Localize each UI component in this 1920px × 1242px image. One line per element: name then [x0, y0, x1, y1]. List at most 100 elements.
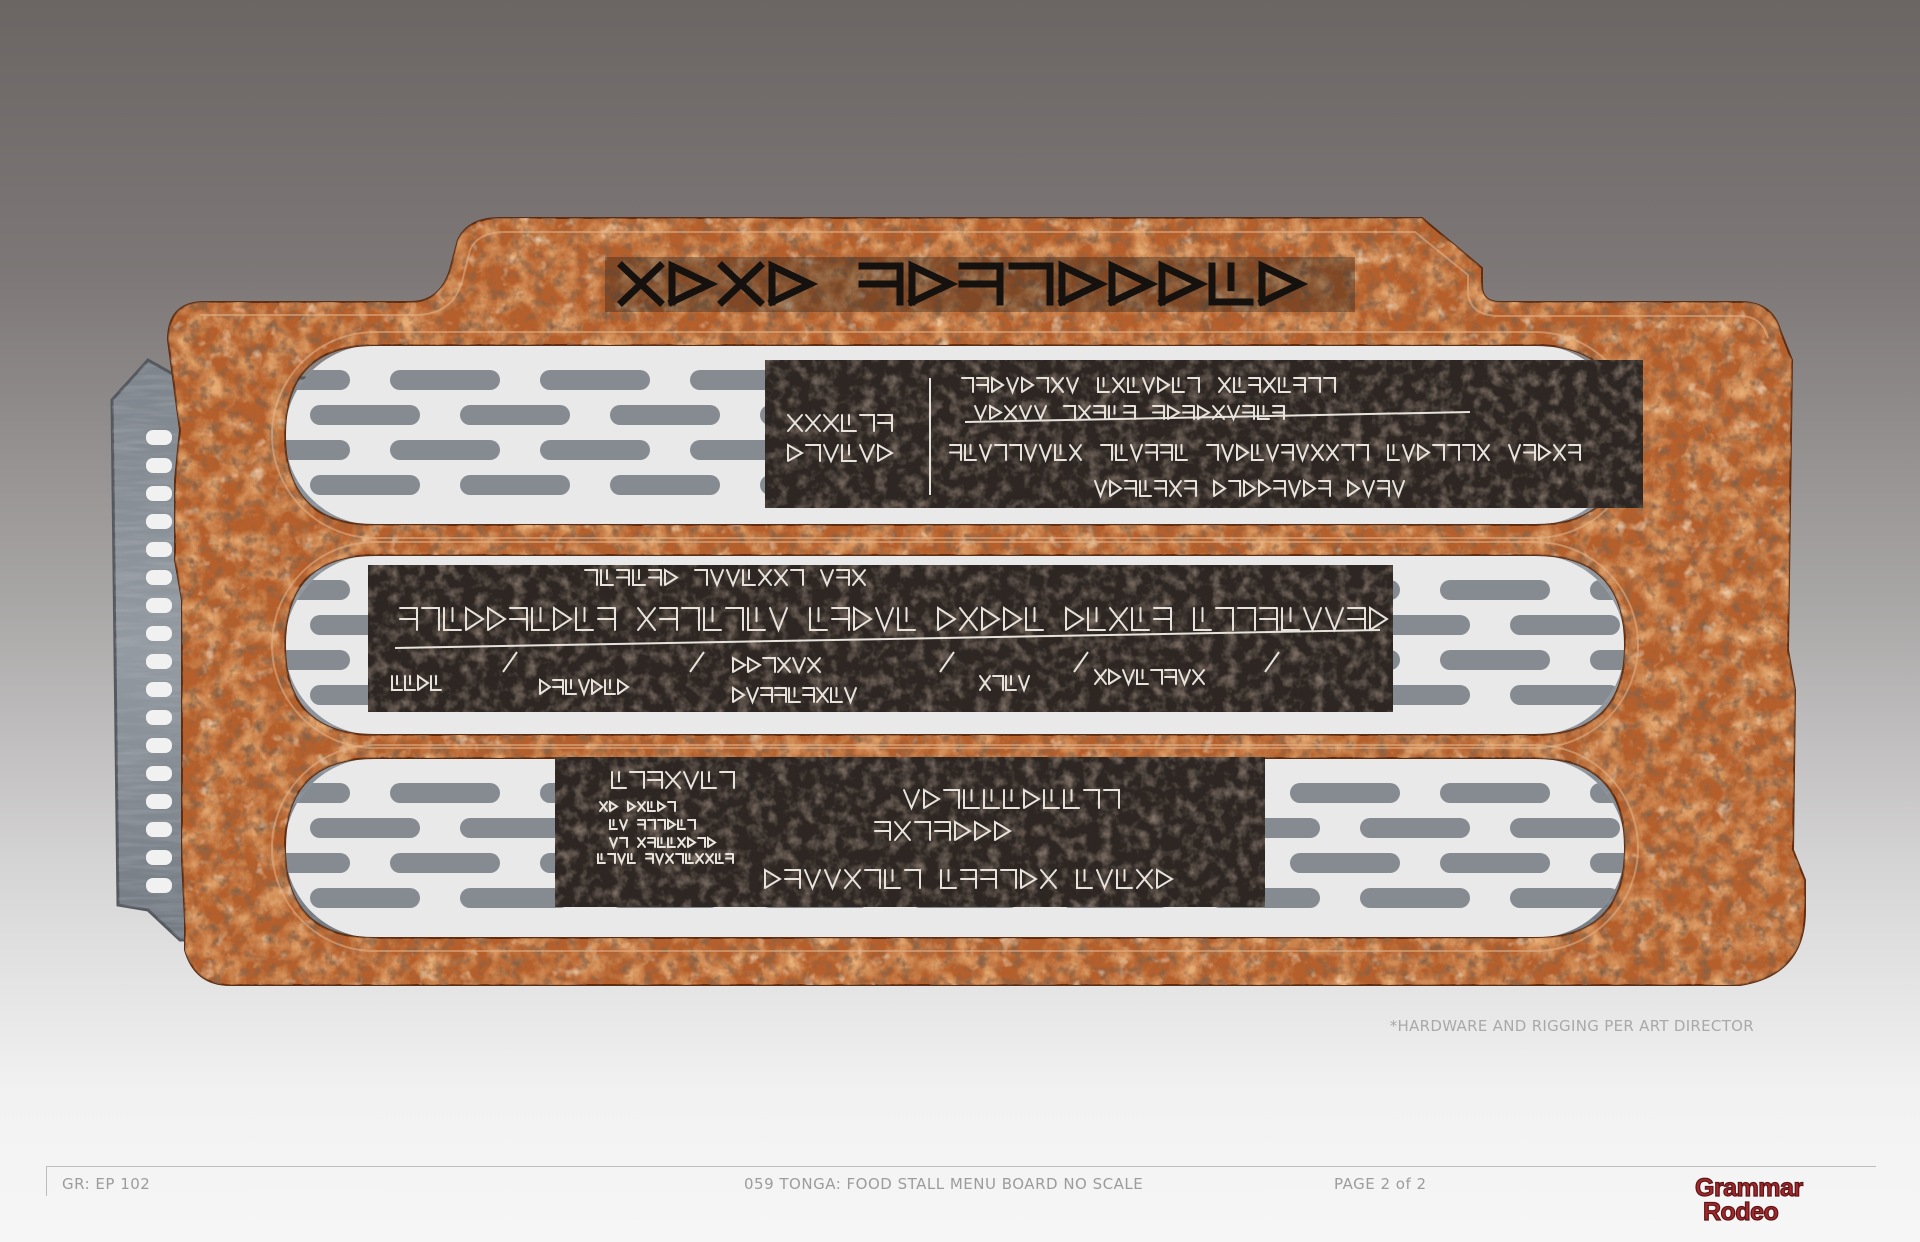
glyph [877, 414, 893, 432]
grille-slot [1440, 853, 1550, 873]
glyph [1154, 480, 1167, 497]
side-slot [146, 850, 172, 865]
glyph [767, 260, 819, 307]
glyph [1178, 669, 1191, 687]
glyph [830, 687, 843, 703]
glyph [685, 853, 694, 864]
glyph [1206, 444, 1219, 461]
glyph [681, 607, 700, 631]
glyph [1259, 607, 1278, 631]
grille-slot [1510, 888, 1620, 908]
rusty-frame [166, 217, 1806, 986]
glyph [1167, 404, 1181, 420]
side-slot [146, 710, 172, 725]
glyph [792, 657, 806, 675]
glyph [875, 607, 894, 633]
grille-slot [310, 818, 420, 838]
glyph [802, 687, 815, 703]
side-slot [146, 626, 172, 641]
glyph [627, 800, 637, 812]
glyph [1221, 444, 1234, 463]
glyph [509, 607, 528, 631]
glyph [1462, 444, 1475, 461]
glyph [1208, 262, 1254, 306]
glyph [443, 607, 462, 631]
grille-slot [310, 405, 420, 425]
glyph [983, 789, 1000, 809]
glyph [1347, 607, 1366, 631]
grille-slot [1440, 580, 1550, 600]
glyph [647, 819, 656, 830]
glyph [980, 869, 997, 889]
footer-rule [46, 1166, 1876, 1167]
glyph [1251, 444, 1264, 461]
glyph [1097, 377, 1110, 393]
glyph [1087, 607, 1106, 631]
glyph [647, 801, 656, 812]
glyph [1523, 444, 1536, 461]
glyph [1248, 377, 1261, 393]
glyph [1197, 404, 1211, 420]
glyph [707, 836, 717, 848]
glyph [609, 837, 618, 850]
glyph [903, 789, 920, 811]
glyph [1150, 669, 1163, 685]
glyph [726, 569, 740, 588]
grille-slot [285, 853, 350, 873]
footer-rule-tick [46, 1166, 47, 1196]
glyph [1006, 377, 1019, 395]
glyph [979, 444, 992, 463]
grille-slot [1360, 888, 1470, 908]
glyph [1236, 443, 1250, 461]
glyph [1553, 444, 1566, 461]
grille-slot [540, 440, 650, 460]
glyph [1257, 405, 1270, 420]
grille-slot [285, 440, 350, 460]
glyph [1083, 789, 1100, 809]
grille-slot [390, 440, 500, 460]
side-slot [146, 542, 172, 557]
glyph [655, 853, 664, 866]
glyph [1538, 443, 1552, 461]
glyph [627, 853, 636, 864]
glyph [787, 443, 805, 462]
glyph [1356, 444, 1369, 461]
glyph [1100, 444, 1113, 461]
glyph [858, 262, 904, 306]
glyph [1303, 607, 1322, 633]
glyph [600, 569, 614, 586]
glyph [1063, 405, 1076, 420]
glyph [1039, 444, 1052, 463]
glyph [597, 607, 616, 631]
grille-slot [610, 405, 720, 425]
glyph [1023, 788, 1041, 809]
glyph [1387, 444, 1400, 461]
glyph [1142, 377, 1155, 395]
glyph [1109, 607, 1128, 631]
grille-slot [1510, 685, 1620, 705]
glyph [923, 788, 941, 809]
glyph [1417, 443, 1431, 461]
glyph [976, 377, 989, 393]
glyph [1193, 607, 1212, 631]
glyph [963, 789, 980, 809]
glyph [1227, 405, 1240, 422]
glyph [762, 657, 776, 673]
glyph [897, 607, 916, 631]
glyph [1187, 377, 1200, 393]
grille-slot [460, 818, 570, 838]
glyph [1157, 376, 1171, 393]
glyph [989, 404, 1003, 420]
glyph [1130, 444, 1143, 463]
glyph [841, 444, 857, 462]
glyph [787, 414, 803, 432]
glyph [784, 869, 801, 889]
glyph [1093, 405, 1106, 420]
glyph [553, 606, 573, 631]
glyph [1477, 444, 1490, 461]
glyph [1124, 480, 1137, 497]
grille-slot [460, 888, 570, 908]
glyph [617, 853, 626, 866]
glyph [609, 819, 618, 830]
glyph [1341, 444, 1354, 461]
